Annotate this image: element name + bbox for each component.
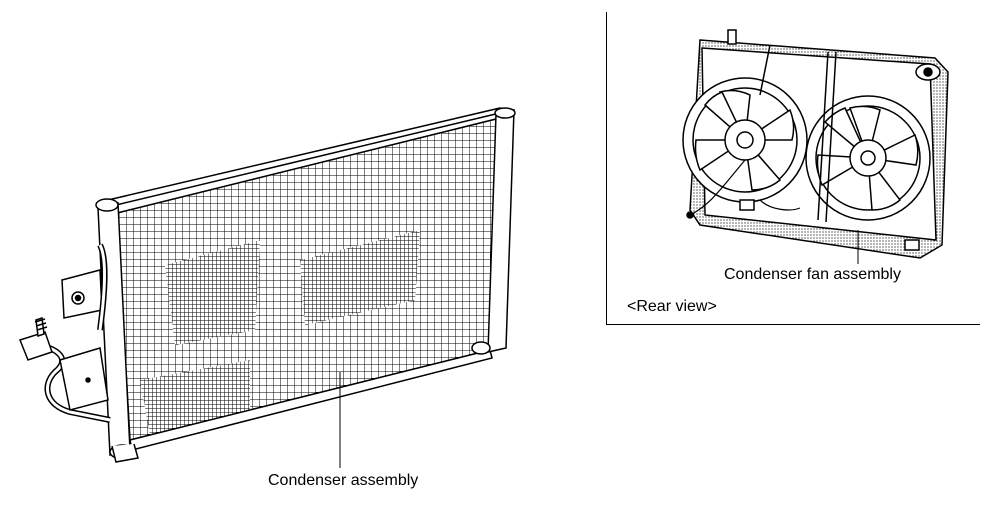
right-fan-blades bbox=[816, 105, 919, 211]
left-fan-blades bbox=[694, 89, 795, 191]
core-shading bbox=[300, 230, 420, 325]
core-shading bbox=[165, 240, 260, 345]
pipe-fitting bbox=[19, 331, 53, 361]
rear-view-label: <Rear view> bbox=[627, 298, 717, 315]
rear-view-frame-left bbox=[606, 12, 607, 324]
condenser-assembly-label: Condenser assembly bbox=[268, 472, 419, 489]
wiring-harness bbox=[689, 159, 746, 216]
lower-bracket bbox=[59, 347, 109, 411]
condenser-fan-assembly-label: Condenser fan assembly bbox=[724, 266, 901, 283]
fan-assembly-drawing bbox=[682, 29, 949, 264]
rear-view-frame-bottom bbox=[606, 324, 980, 325]
condenser-assembly-drawing bbox=[19, 107, 516, 468]
